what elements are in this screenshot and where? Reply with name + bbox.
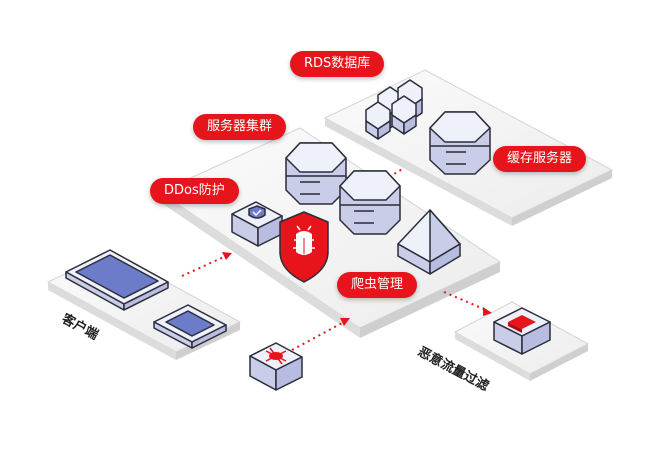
flow-cluster-to-filter [443,291,487,311]
ddos-shield-box-icon [231,201,283,247]
rds-database-icon [365,79,423,140]
phone-icon [153,304,227,349]
cluster-server-icon-2 [339,170,401,235]
cache-server-icon [429,111,491,175]
flow-attacker-to-cluster [291,321,345,351]
pyramid-icon [397,209,461,275]
server-cluster-label: 服务器集群 [193,114,287,140]
crawler-management-label: 爬虫管理 [337,272,418,298]
tablet-icon [65,249,169,311]
cluster-server-icon-1 [285,142,347,205]
flow-arrowheads [222,252,492,326]
flow-cluster-to-cache [383,167,405,181]
flow-client-to-cluster [181,255,227,277]
filtered-traffic-box-icon [493,307,551,355]
rds-database-label: RDS数据库 [290,51,385,77]
flow-lines [181,167,487,351]
crawler-shield-icon [279,211,329,283]
malicious-bug-box-icon [249,342,303,391]
ddos-protection-label: DDos防护 [150,178,239,204]
cache-server-label: 缓存服务器 [493,146,587,172]
